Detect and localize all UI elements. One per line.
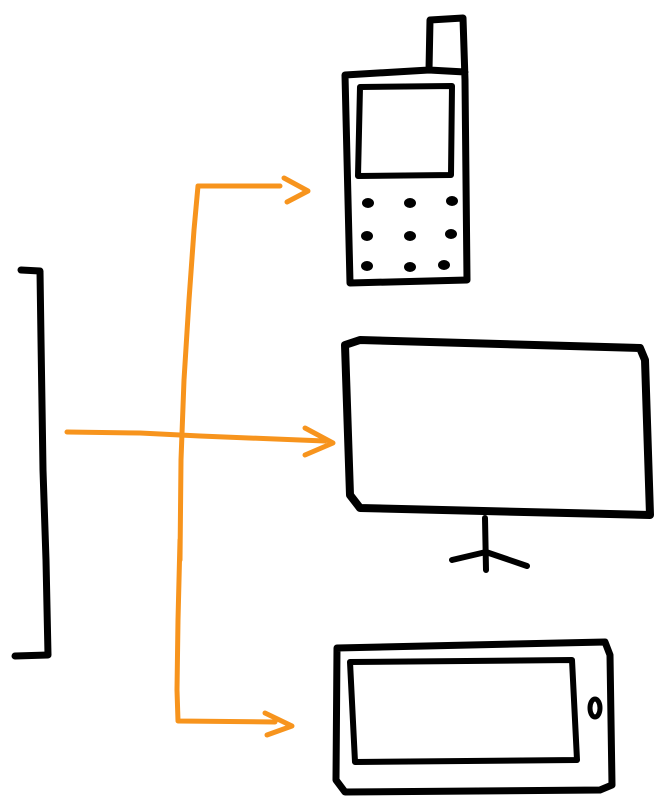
desktop-monitor-icon (341, 336, 654, 573)
arrows (64, 175, 336, 738)
arrow-to-tablet (174, 537, 295, 738)
arrow-to-monitor (64, 425, 336, 458)
tablet-icon (332, 638, 616, 796)
feature-phone-icon (341, 14, 471, 287)
arrow-to-phone (177, 175, 311, 563)
phone-keypad (361, 196, 458, 272)
source-bracket-icon (11, 266, 52, 660)
